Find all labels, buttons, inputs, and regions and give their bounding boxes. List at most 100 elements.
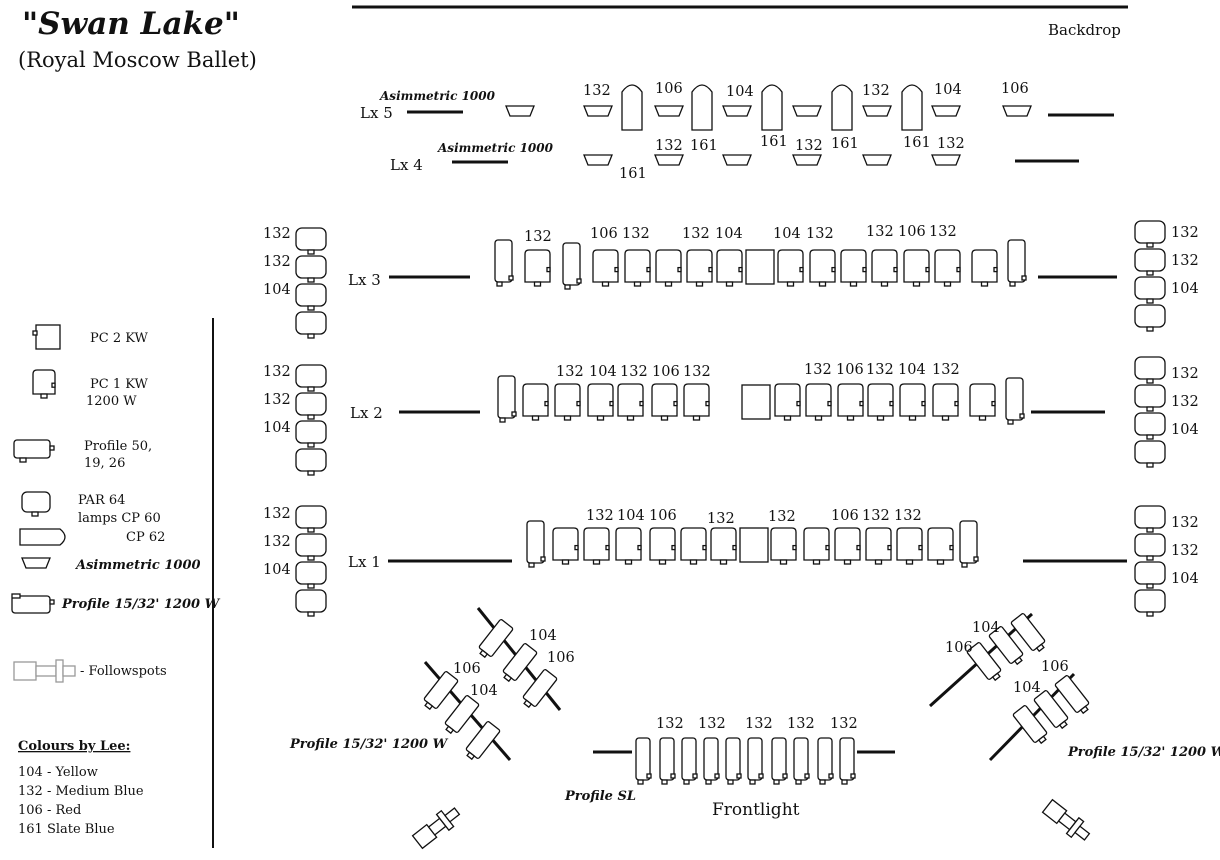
profile-lantern	[839, 737, 856, 785]
pc-lantern	[969, 383, 996, 421]
legend-par-b: lamps CP 60	[78, 511, 161, 526]
colour-number: 132	[656, 716, 684, 732]
boom-pc-lantern	[1134, 533, 1166, 561]
boom-pc-lantern	[295, 364, 327, 392]
colour-number: 132	[556, 364, 584, 380]
colour-number: 104	[715, 226, 743, 242]
legend-colour-2: 132 - Medium Blue	[18, 784, 144, 799]
colour-number: 104	[972, 620, 1000, 636]
colour-number: 132	[655, 138, 683, 154]
colour-number: 161	[831, 136, 859, 152]
legend-par-cp62-icon	[19, 528, 66, 546]
pc-lantern	[710, 527, 737, 565]
par64-lantern	[761, 84, 783, 131]
asimmetric-lantern	[654, 105, 684, 117]
boom-pc-lantern	[1134, 412, 1166, 440]
pc-lantern	[770, 527, 797, 565]
profile-sl-label: Profile SL	[564, 789, 636, 804]
boom-pc-lantern	[1134, 248, 1166, 276]
pc-lantern	[840, 249, 867, 287]
colour-number: 106	[652, 364, 680, 380]
profile-lantern	[747, 737, 764, 785]
colour-number: 132	[866, 362, 894, 378]
profile-lantern	[659, 737, 676, 785]
boom-pc-lantern	[295, 420, 327, 448]
colour-number: 132	[620, 364, 648, 380]
profile-lantern	[1005, 377, 1025, 425]
profile-lantern	[562, 242, 582, 290]
asimmetric-lantern	[862, 105, 892, 117]
profile-lantern	[793, 737, 810, 785]
asimmetric-lantern	[654, 154, 684, 166]
boom-pc-lantern	[1134, 505, 1166, 533]
legend-pc1b: 1200 W	[86, 394, 137, 409]
profile-1200-lantern	[1033, 690, 1069, 730]
pc-lantern	[587, 383, 614, 421]
backdrop-label: Backdrop	[1048, 21, 1121, 39]
colour-number: 132	[1171, 253, 1199, 269]
boom-pc-lantern	[1134, 276, 1166, 304]
colour-number: 132	[795, 138, 823, 154]
colour-number: 104	[1013, 680, 1041, 696]
pc-lantern	[683, 383, 710, 421]
colour-number: 106	[1001, 81, 1029, 97]
legend-pc2: PC 2 KW	[90, 331, 148, 346]
legend-pc1a: PC 1 KW	[90, 377, 148, 392]
colour-number: 132	[263, 254, 291, 270]
legend-colours-title: Colours by Lee:	[18, 739, 130, 754]
colour-number: 104	[1171, 571, 1199, 587]
legend-colour-3: 106 - Red	[18, 803, 81, 818]
pc-lantern	[554, 383, 581, 421]
profile-lantern	[817, 737, 834, 785]
plot-subtitle: (Royal Moscow Ballet)	[18, 48, 257, 72]
boom-pc-lantern	[295, 227, 327, 255]
legend-followspot-icon	[13, 659, 76, 683]
pc-lantern	[871, 249, 898, 287]
boom-pc-lantern	[1134, 384, 1166, 412]
pc-lantern	[524, 249, 551, 287]
legend-pc2-icon	[32, 324, 61, 350]
legend-par-c: CP 62	[126, 530, 165, 545]
pc-lantern	[655, 249, 682, 287]
followspot-lantern	[1041, 798, 1091, 841]
pc-lantern	[592, 249, 619, 287]
profile-lantern	[703, 737, 720, 785]
legend-colour-4: 161 Slate Blue	[18, 822, 115, 837]
colour-number: 132	[707, 511, 735, 527]
pc-lantern	[680, 527, 707, 565]
boom-pc-lantern	[1134, 356, 1166, 384]
colour-number: 104	[1171, 281, 1199, 297]
pc-lantern	[624, 249, 651, 287]
asimmetric-lantern	[505, 105, 535, 117]
profile-1200-lantern	[522, 669, 558, 709]
profile-lantern	[725, 737, 742, 785]
colour-number: 132	[932, 362, 960, 378]
pc-lantern	[651, 383, 678, 421]
profile-label-left: Profile 15/32' 1200 W	[289, 737, 449, 752]
pc-2kw-lantern	[745, 249, 775, 285]
colour-number: 106	[547, 650, 575, 666]
colour-number: 132	[698, 716, 726, 732]
colour-number: 106	[836, 362, 864, 378]
colour-number: 132	[583, 83, 611, 99]
colour-number: 132	[768, 509, 796, 525]
frontlight-label: Frontlight	[712, 800, 800, 820]
pc-lantern	[649, 527, 676, 565]
colour-number: 161	[619, 166, 647, 182]
legend-profile1200: Profile 15/32' 1200 W	[61, 597, 221, 612]
colour-number: 132	[263, 534, 291, 550]
profile-lantern	[1007, 239, 1027, 287]
boom-pc-lantern	[1134, 440, 1166, 468]
colour-number: 132	[1171, 543, 1199, 559]
colour-number: 132	[263, 226, 291, 242]
boom-pc-lantern	[1134, 304, 1166, 332]
asimmetric-lantern	[722, 105, 752, 117]
bar-label-lx1: Lx 1	[348, 553, 381, 571]
colour-number: 132	[787, 716, 815, 732]
legend-colour-1: 104 - Yellow	[18, 765, 98, 780]
profile-1200-lantern	[966, 642, 1002, 682]
colour-number: 106	[649, 508, 677, 524]
legend-asim: Asimmetric 1000	[74, 558, 201, 573]
colour-number: 132	[830, 716, 858, 732]
boom-pc-lantern	[295, 283, 327, 311]
